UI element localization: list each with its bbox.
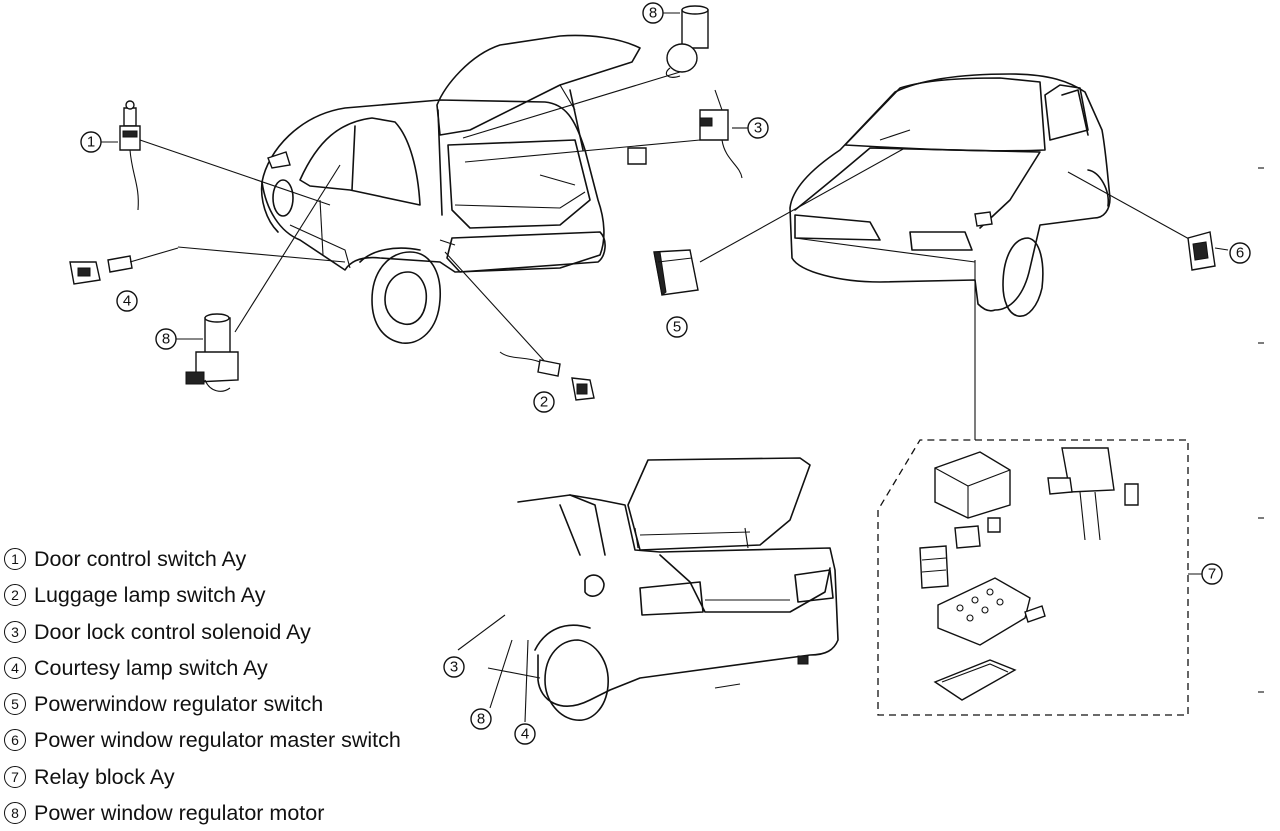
door-control-switch-part: [119, 100, 141, 211]
legend-number: 8: [4, 802, 26, 825]
callout-2-number: 2: [540, 394, 548, 411]
luggage-lamp-switch-part: [499, 351, 595, 401]
legend-text: Power window regulator master switch: [34, 728, 401, 753]
relay-block-box: [877, 439, 1205, 716]
callout-5: 5: [666, 316, 688, 338]
hatchback-front-view: [789, 73, 1111, 317]
legend-text: Door lock control solenoid Ay: [34, 619, 311, 644]
legend-number: 1: [4, 548, 26, 570]
leader-lines-right: [699, 147, 1201, 440]
leader-lines-sedan: [457, 614, 541, 723]
legend-item: 1 Door control switch Ay: [4, 541, 401, 577]
legend-text: Powerwindow regulator switch: [34, 692, 324, 717]
callout-8-top: 8: [642, 2, 664, 24]
legend-item: 7 Relay block Ay: [4, 759, 401, 795]
callout-6: 6: [1229, 242, 1251, 264]
callout-3-bottom-number: 3: [450, 659, 458, 676]
courtesy-lamp-switch-part: [69, 247, 179, 285]
edge-tick-marks: [1258, 167, 1264, 693]
window-regulator-motor-part-left: [185, 313, 239, 392]
callout-4-left: 4: [116, 290, 138, 312]
legend-item: 6 Power window regulator master switch: [4, 722, 401, 758]
legend-text: Relay block Ay: [34, 764, 175, 789]
callout-4-bottom-number: 4: [521, 726, 529, 743]
door-lock-solenoid-part: [627, 89, 743, 179]
callout-4-bottom: 4: [514, 723, 536, 745]
callout-4-left-number: 4: [123, 293, 131, 310]
master-switch-part: [1187, 231, 1229, 271]
window-regulator-motor-part-top: [665, 5, 709, 78]
legend-number: 7: [4, 765, 26, 788]
callout-1: 1: [80, 131, 102, 153]
callout-8-bottom: 8: [470, 708, 492, 730]
legend-number: 6: [4, 729, 26, 752]
callout-3-top-number: 3: [754, 120, 762, 137]
legend-text: Luggage lamp switch Ay: [34, 583, 266, 608]
legend-text: Courtesy lamp switch Ay: [34, 655, 268, 680]
sedan-rear-view: [517, 457, 839, 721]
callout-7: 7: [1201, 563, 1223, 585]
callout-8-top-number: 8: [649, 5, 657, 22]
callout-8-bottom-number: 8: [477, 711, 485, 728]
callout-2: 2: [533, 391, 555, 413]
leader-lines-left: [139, 71, 701, 366]
legend-item: 5 Powerwindow regulator switch: [4, 686, 401, 722]
callout-8-left-number: 8: [162, 331, 170, 348]
legend-item: 4 Courtesy lamp switch Ay: [4, 650, 401, 686]
legend-item: 2 Luggage lamp switch Ay: [4, 577, 401, 613]
parts-legend: 1 Door control switch Ay 2 Luggage lamp sw…: [4, 541, 401, 831]
legend-item: 3 Door lock control solenoid Ay: [4, 614, 401, 650]
legend-item: 8 Power window regulator motor: [4, 795, 401, 831]
callout-8-left: 8: [155, 328, 177, 350]
callout-7-number: 7: [1208, 566, 1216, 583]
hatchback-rear-view: [260, 34, 641, 344]
callout-3-top: 3: [747, 117, 769, 139]
legend-number: 2: [4, 584, 26, 607]
callout-3-bottom: 3: [443, 656, 465, 678]
callout-1-number: 1: [87, 134, 95, 151]
legend-text: Power window regulator motor: [34, 801, 325, 826]
callout-6-number: 6: [1236, 245, 1244, 262]
legend-text: Door control switch Ay: [34, 547, 247, 571]
legend-number: 4: [4, 656, 26, 679]
legend-number: 5: [4, 693, 26, 716]
callout-5-number: 5: [673, 319, 681, 336]
legend-number: 3: [4, 620, 26, 643]
powerwindow-regulator-switch-part: [653, 249, 699, 296]
